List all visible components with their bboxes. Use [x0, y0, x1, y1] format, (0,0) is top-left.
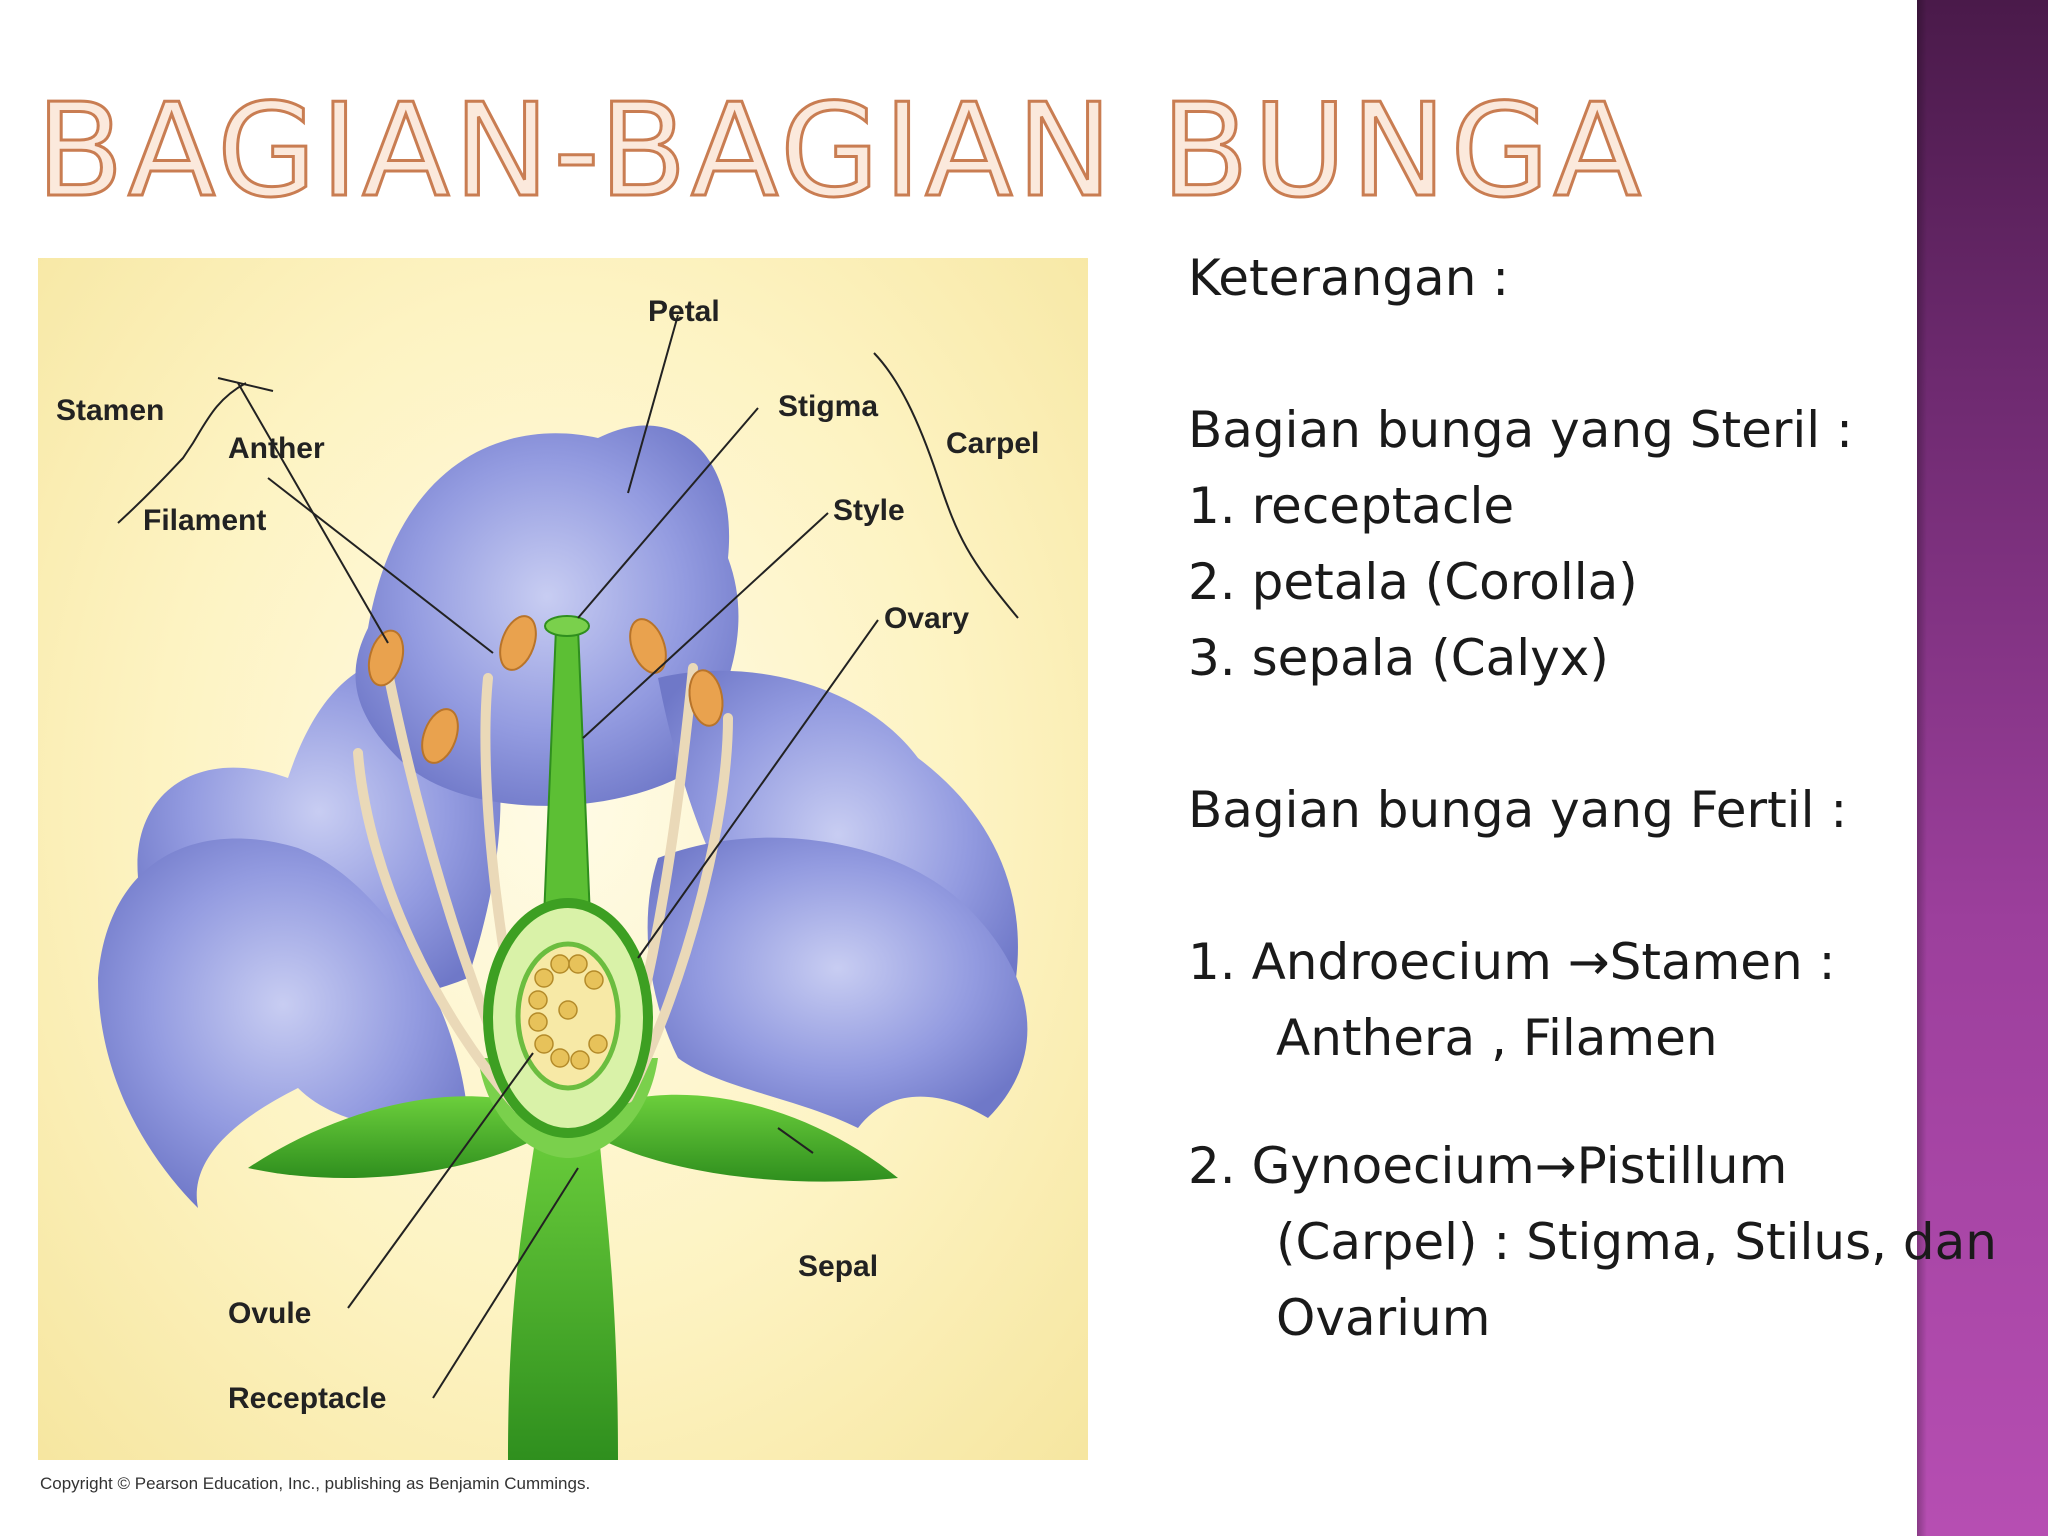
- decorative-side-band: [1917, 0, 2048, 1536]
- fertile-item-androecium-detail: Anthera , Filamen: [1276, 1009, 1718, 1067]
- stigma-shape: [544, 615, 590, 637]
- fertile-item-gynoecium-detail: Ovarium: [1276, 1289, 1491, 1347]
- label-anther: Anther: [228, 432, 325, 465]
- fertile-item-androecium: 1. Androecium →Stamen :: [1188, 933, 1836, 991]
- petal-front-right: [647, 837, 1028, 1128]
- label-sepal: Sepal: [798, 1250, 878, 1283]
- carpel-bracket: [873, 352, 1019, 619]
- label-ovule: Ovule: [228, 1297, 311, 1330]
- sepal-right-shape: [598, 1094, 898, 1182]
- fertile-item-gynoecium: 2. Gynoecium→Pistillum: [1188, 1137, 1788, 1195]
- label-filament: Filament: [143, 504, 266, 537]
- fertile-heading: Bagian bunga yang Fertil :: [1188, 781, 1848, 839]
- label-style: Style: [833, 494, 905, 527]
- flower-illustration: Petal Stamen Anther Filament Stigma Carp…: [56, 295, 1039, 1460]
- sterile-item: 2. petala (Corolla): [1188, 553, 1638, 611]
- label-receptacle: Receptacle: [228, 1382, 386, 1415]
- copyright-note: Copyright © Pearson Education, Inc., pub…: [40, 1474, 591, 1493]
- fertile-item-gynoecium-detail: (Carpel) : Stigma, Stilus, dan: [1276, 1213, 1997, 1271]
- ovules: [528, 954, 608, 1070]
- leader-lines: [217, 314, 879, 1399]
- page-title: BAGIAN-BAGIAN BUNGA: [34, 77, 1646, 226]
- label-ovary: Ovary: [884, 602, 969, 635]
- label-petal: Petal: [648, 295, 720, 328]
- sterile-heading: Bagian bunga yang Steril :: [1188, 401, 1853, 459]
- label-stamen: Stamen: [56, 394, 164, 427]
- sepal-left-shape: [248, 1096, 538, 1178]
- stem-shape: [508, 1118, 618, 1460]
- label-stigma: Stigma: [778, 390, 878, 423]
- legend-text: Keterangan : Bagian bunga yang Steril : …: [1188, 240, 2048, 1356]
- sterile-item: 1. receptacle: [1188, 477, 1515, 535]
- legend-heading: Keterangan :: [1188, 249, 1510, 307]
- anthers: [367, 615, 724, 764]
- flower-diagram: Petal Stamen Anther Filament Stigma Carp…: [38, 258, 1088, 1460]
- label-carpel: Carpel: [946, 427, 1039, 460]
- sterile-item: 3. sepala (Calyx): [1188, 629, 1609, 687]
- stamen-bracket: [117, 382, 247, 524]
